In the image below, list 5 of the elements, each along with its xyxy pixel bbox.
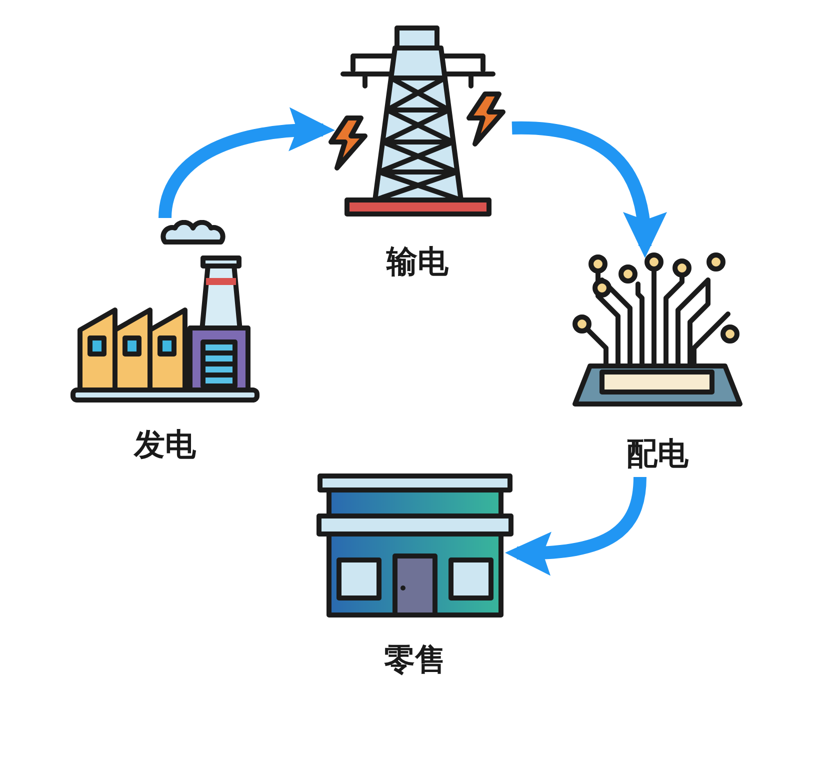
curved-arrow: [512, 122, 666, 258]
node-label: 输电: [386, 244, 448, 280]
node-label: 零售: [384, 642, 446, 678]
node-label: 配电: [626, 436, 688, 472]
node-label: 发电: [134, 427, 196, 463]
